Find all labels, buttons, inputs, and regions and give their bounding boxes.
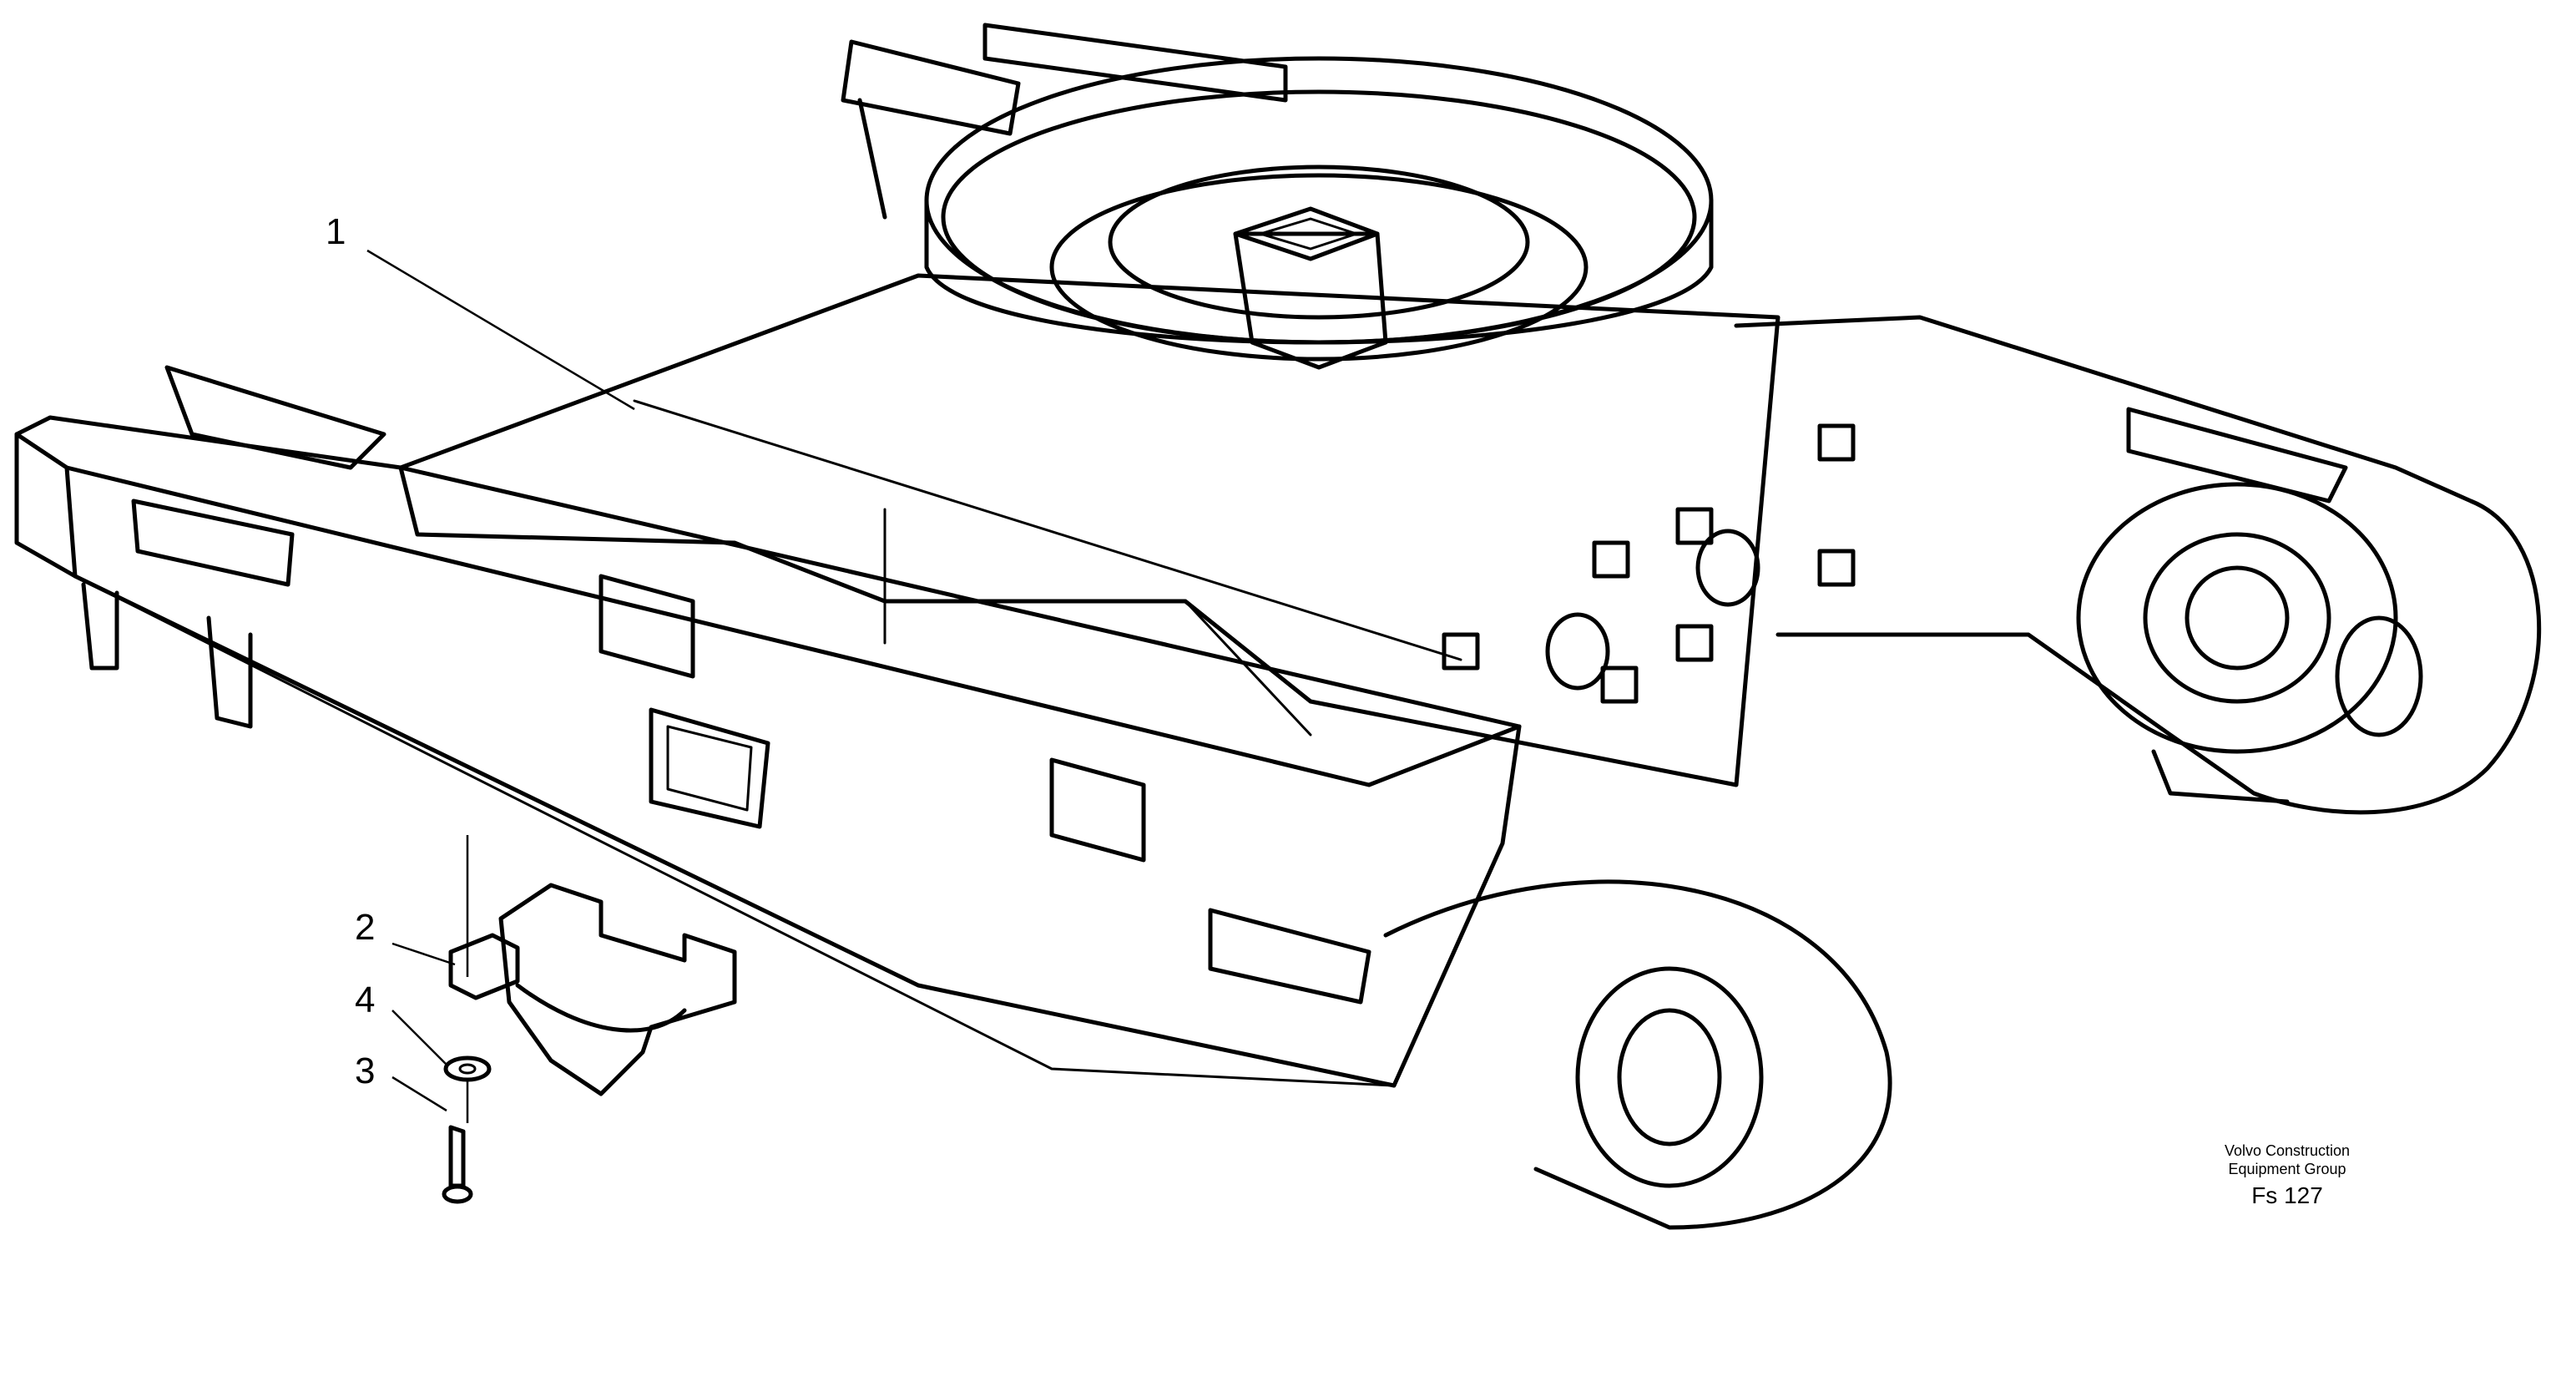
undercarriage-frame (14, 23, 2542, 1230)
callout-4: 4 (355, 979, 375, 1020)
washer-part (443, 1055, 492, 1082)
figure-code: Fs 127 (2251, 1182, 2323, 1208)
credit-company-line1: Volvo Construction (2224, 1142, 2351, 1159)
credit-company-line2: Equipment Group (2228, 1161, 2346, 1177)
leader-lines (366, 249, 635, 1123)
callout-2: 2 (355, 907, 375, 948)
slewing-ring (924, 56, 1714, 370)
track-guide-part (448, 883, 737, 1096)
callout-3: 3 (355, 1050, 375, 1091)
bolt-part (442, 1125, 473, 1204)
callout-1: 1 (326, 211, 346, 252)
